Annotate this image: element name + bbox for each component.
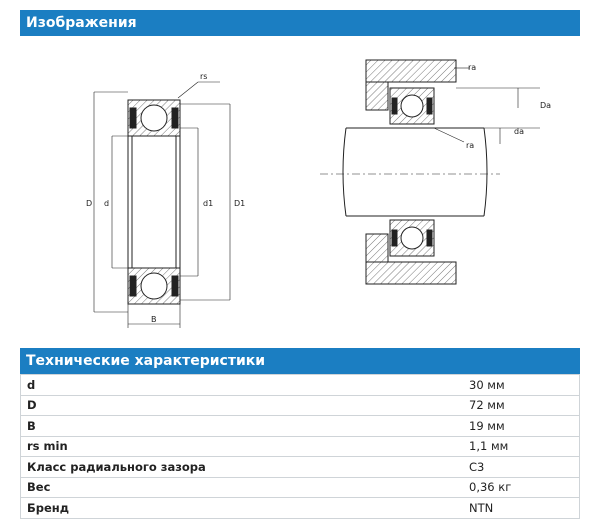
specs-section-header: Технические характеристики [20,348,580,374]
spec-key: D [20,395,463,416]
mounting-section-view [320,59,540,285]
label-da: da [514,127,524,136]
label-d1: d1 [203,199,213,208]
bearing-section-view [93,81,231,328]
label-B: B [151,315,157,324]
images-section-header: Изображения [20,10,580,36]
spec-value: 0,36 кг [463,477,580,498]
spec-value: 72 мм [463,395,580,416]
spec-value: C3 [463,456,580,478]
bearing-technical-drawing: rs D d d1 D1 B ra Da da ra [86,59,551,328]
spec-value: NTN [463,497,580,519]
label-rs: rs [200,72,207,81]
spec-key: Вес [20,477,463,498]
spec-key: Бренд [20,497,463,519]
label-ra-mid: ra [466,141,474,150]
label-ra-top: ra [468,63,476,72]
spec-key: Класс радиального зазора [20,456,463,478]
spec-key: rs min [20,436,463,457]
label-D: D [86,199,92,208]
spec-key: B [20,415,463,437]
spec-value: 19 мм [463,415,580,437]
spec-key: d [20,374,463,396]
label-Da: Da [540,101,551,110]
spec-value: 30 мм [463,374,580,396]
label-D1: D1 [234,199,245,208]
spec-value: 1,1 мм [463,436,580,457]
label-d: d [104,199,109,208]
